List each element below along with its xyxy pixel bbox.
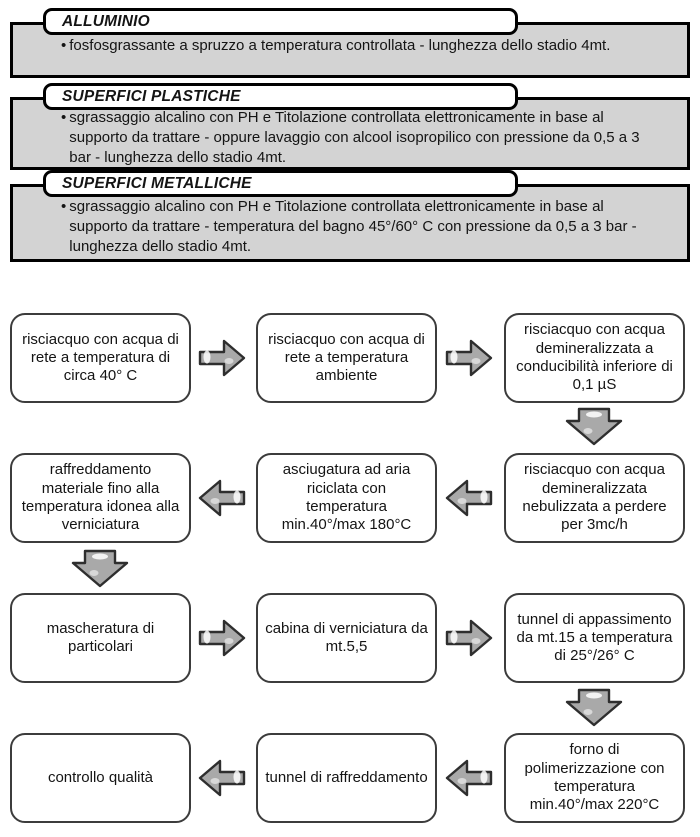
bullet-icon: • bbox=[61, 37, 67, 54]
bullet-icon: • bbox=[61, 198, 67, 215]
flow-step-raffreddamento-materiale: raffreddamento materiale fino alla tempe… bbox=[10, 453, 191, 543]
flow-step-tunnel-raffreddamento: tunnel di raffreddamento bbox=[256, 733, 437, 823]
arrow-left-icon bbox=[445, 758, 493, 798]
banner-superfici-plastiche-body: • sgrassaggio alcalino con PH e Titolazi… bbox=[13, 100, 687, 167]
flow-step-forno-polimerizzazione: forno di polimerizzazione con temperatur… bbox=[504, 733, 685, 823]
flow-step-risciacquo-demineralizzata: risciacquo con acqua demineralizzata a c… bbox=[504, 313, 685, 403]
flow-step-label: risciacquo con acqua demineralizzata neb… bbox=[522, 461, 667, 534]
banner-superfici-metalliche-body: • sgrassaggio alcalino con PH e Titolazi… bbox=[13, 187, 687, 256]
banner-superfici-plastiche-title: SUPERFICI PLASTICHE bbox=[43, 83, 518, 110]
arrow-down-icon bbox=[565, 407, 623, 446]
banner-alluminio-text: fosfosgrassante a spruzzo a temperatura … bbox=[69, 37, 611, 54]
arrow-down-icon bbox=[565, 688, 623, 727]
flow-step-label: controllo qualità bbox=[47, 768, 154, 786]
arrow-down-icon bbox=[71, 549, 129, 588]
flow-step-label: risciacquo con acqua di rete a temperatu… bbox=[22, 330, 179, 385]
banner-title-label: ALLUMINIO bbox=[62, 12, 150, 30]
flow-step-risciacquo-40c: risciacquo con acqua di rete a temperatu… bbox=[10, 313, 191, 403]
arrow-right-icon bbox=[198, 618, 246, 658]
flow-step-label: risciacquo con acqua demineralizzata a c… bbox=[516, 321, 673, 394]
arrow-left-icon bbox=[198, 478, 246, 518]
banner-title-label: SUPERFICI PLASTICHE bbox=[62, 87, 241, 105]
arrow-left-icon bbox=[198, 758, 246, 798]
flow-step-label: tunnel di appassimento da mt.15 a temper… bbox=[516, 610, 673, 665]
flow-step-label: raffreddamento materiale fino alla tempe… bbox=[21, 461, 180, 534]
flow-step-label: asciugatura ad aria riciclata con temper… bbox=[281, 461, 412, 534]
banner-title-label: SUPERFICI METALLICHE bbox=[62, 174, 252, 192]
banner-superfici-metalliche-title: SUPERFICI METALLICHE bbox=[43, 170, 518, 197]
flow-step-tunnel-appassimento: tunnel di appassimento da mt.15 a temper… bbox=[504, 593, 685, 683]
flow-step-asciugatura: asciugatura ad aria riciclata con temper… bbox=[256, 453, 437, 543]
banner-superfici-metalliche: • sgrassaggio alcalino con PH e Titolazi… bbox=[10, 184, 690, 262]
flow-step-controllo-qualita: controllo qualità bbox=[10, 733, 191, 823]
flow-step-risciacquo-ambiente: risciacquo con acqua di rete a temperatu… bbox=[256, 313, 437, 403]
flow-step-label: mascheratura di particolari bbox=[46, 619, 155, 655]
flow-step-risciacquo-nebulizzata: risciacquo con acqua demineralizzata neb… bbox=[504, 453, 685, 543]
flow-step-cabina-verniciatura: cabina di verniciatura da mt.5,5 bbox=[256, 593, 437, 683]
arrow-left-icon bbox=[445, 478, 493, 518]
flow-step-label: cabina di verniciatura da mt.5,5 bbox=[265, 619, 428, 655]
arrow-right-icon bbox=[445, 618, 493, 658]
arrow-right-icon bbox=[198, 338, 246, 378]
banner-alluminio-title: ALLUMINIO bbox=[43, 8, 518, 35]
banner-alluminio-body: • fosfosgrassante a spruzzo a temperatur… bbox=[13, 25, 687, 56]
bullet-icon: • bbox=[61, 109, 67, 126]
flow-step-mascheratura: mascheratura di particolari bbox=[10, 593, 191, 683]
flow-step-label: forno di polimerizzazione con temperatur… bbox=[524, 741, 665, 814]
flow-step-label: tunnel di raffreddamento bbox=[265, 768, 428, 786]
arrow-right-icon bbox=[445, 338, 493, 378]
flow-step-label: risciacquo con acqua di rete a temperatu… bbox=[268, 330, 425, 385]
banner-superfici-metalliche-text: sgrassaggio alcalino con PH e Titolazion… bbox=[69, 198, 637, 255]
banner-superfici-plastiche-text: sgrassaggio alcalino con PH e Titolazion… bbox=[69, 109, 640, 166]
